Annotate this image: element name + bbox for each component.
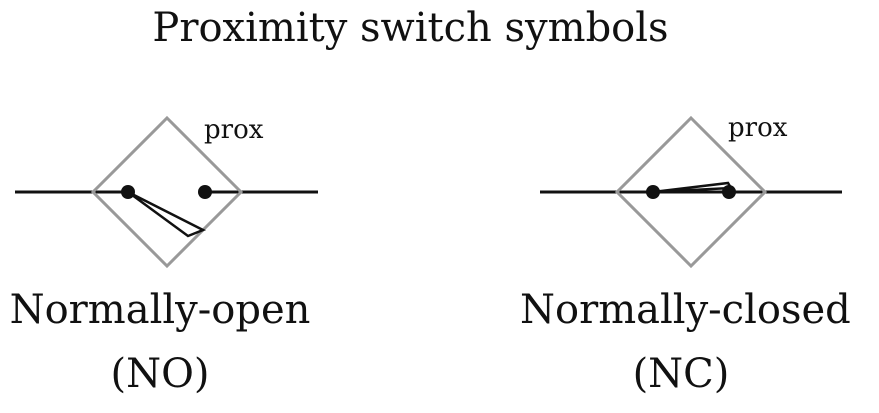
no-contact-fixed [198,185,212,199]
nc-prox-label: prox [728,113,788,143]
no-abbreviation: (NO) [110,351,210,397]
no-contact-pivot [121,185,135,199]
no-caption: Normally-open [9,287,311,333]
diagram-title: Proximity switch symbols [152,5,669,51]
nc-switch-symbol: prox [540,113,842,269]
no-switch-symbol: prox [15,115,318,269]
nc-abbreviation: (NC) [632,351,730,397]
no-prox-label: prox [204,115,264,145]
nc-caption: Normally-closed [520,287,851,333]
no-switch-blade [127,190,207,238]
nc-contact-pivot [646,185,660,199]
nc-contact-fixed [722,185,736,199]
no-sensor-diamond [90,115,244,269]
nc-sensor-diamond [614,115,768,269]
